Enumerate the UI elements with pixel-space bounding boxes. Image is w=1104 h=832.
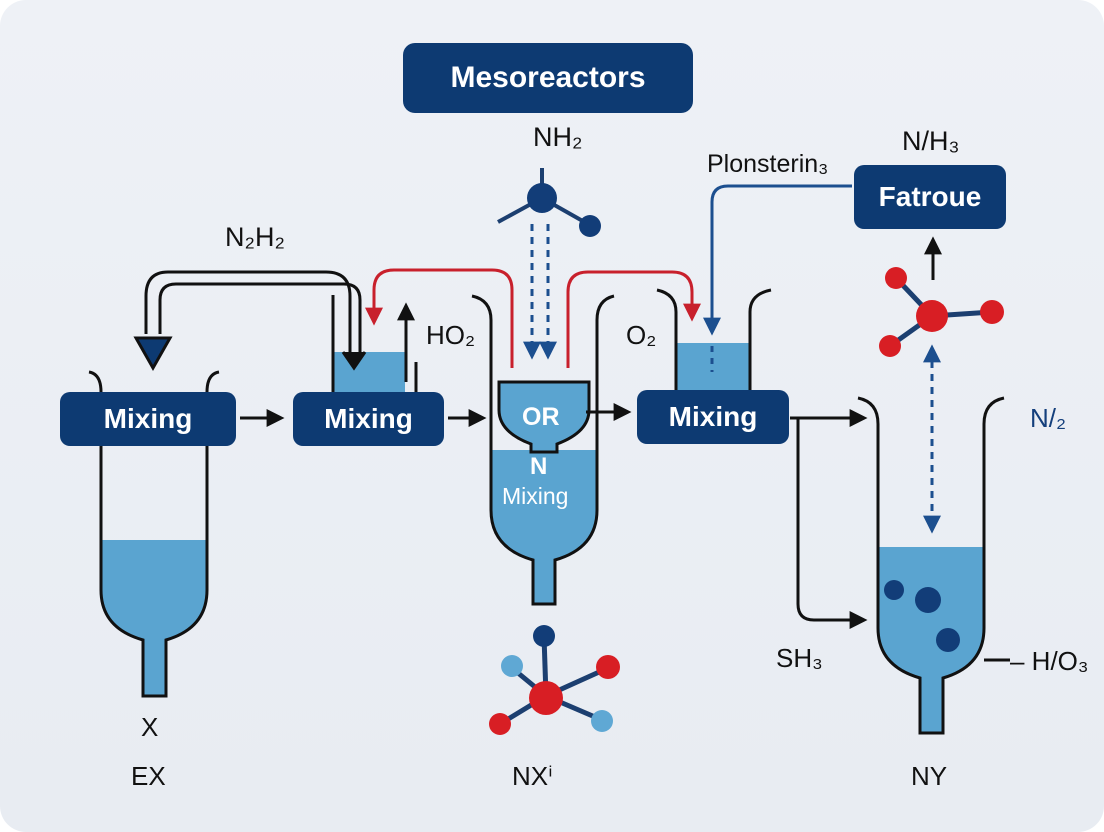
bubble: [915, 587, 941, 613]
loop-arrowhead: [133, 336, 173, 372]
molecule-nx: [489, 625, 620, 735]
mixing-stage-2-label: Mixing: [324, 403, 413, 434]
red-arrow-left: [365, 268, 514, 368]
center-liquid-label-1: N: [530, 453, 548, 480]
center-liquid-label-2: Mixing: [502, 483, 569, 509]
bubble: [936, 628, 960, 652]
flow-arrows-blue: [523, 184, 941, 534]
vessel-5-outline: [857, 396, 1005, 735]
label-nh3: N/H₃: [902, 126, 960, 156]
vessel-2: [331, 295, 418, 392]
molecule-nh2: [497, 168, 601, 237]
label-n2: N/₂: [1030, 403, 1067, 433]
mixing-stage-1[interactable]: Mixing: [60, 392, 236, 446]
title-box: Mesoreactors: [403, 43, 693, 113]
center-vessel-liquid: [491, 450, 597, 604]
vessel-1-liquid: [101, 540, 207, 696]
label-ho3: – H/O₃: [1010, 646, 1089, 676]
funnel-label: OR: [522, 403, 560, 431]
vessel-1-outline: [99, 444, 209, 698]
label-sh3: SH₃: [776, 643, 823, 673]
label-nx: NXⁱ: [512, 761, 553, 791]
vessel-5: [857, 396, 1005, 735]
label-plonsterin: Plonsterin₃: [707, 150, 829, 178]
center-vessel-outline: [471, 294, 615, 606]
label-ny: NY: [911, 761, 948, 791]
mixing-stage-3-label: Mixing: [668, 401, 758, 432]
mixing-stage-1-label: Mixing: [103, 403, 193, 434]
recycle-loop-inner: [158, 282, 362, 358]
center-vessel: [471, 294, 615, 606]
vessel-2-liquid: [333, 352, 405, 392]
feature-stage-label: Fatroue: [878, 181, 982, 212]
label-x: X: [141, 712, 159, 742]
recycle-loop-outer: [144, 270, 352, 358]
label-o2: O₂: [626, 320, 657, 350]
feature-stage[interactable]: Fatroue: [854, 165, 1006, 229]
label-ho2: HO₂: [426, 320, 476, 350]
bubble: [884, 580, 904, 600]
mixing-stage-2[interactable]: Mixing: [293, 392, 444, 446]
arrow-bypass-to-vessel-5: [796, 418, 868, 629]
vessel-4: [656, 288, 772, 392]
flow-arrows-red: [365, 268, 701, 368]
label-n2h2: N₂H₂: [225, 222, 285, 252]
molecule-red: [879, 267, 1004, 357]
red-arrow-right: [566, 270, 701, 368]
title-text: Mesoreactors: [450, 61, 646, 94]
flow-arrows-black: [133, 236, 942, 629]
funnel: [497, 380, 591, 454]
vessel-1: [88, 370, 220, 698]
mixing-stage-3[interactable]: Mixing: [637, 390, 789, 444]
plonsterin-feed: [703, 184, 852, 336]
loop-arrowhead-into-vessel-2: [341, 351, 367, 371]
label-nh2: NH₂: [533, 122, 583, 152]
vessel-5-liquid: [878, 547, 984, 733]
label-ex: EX: [131, 761, 166, 791]
